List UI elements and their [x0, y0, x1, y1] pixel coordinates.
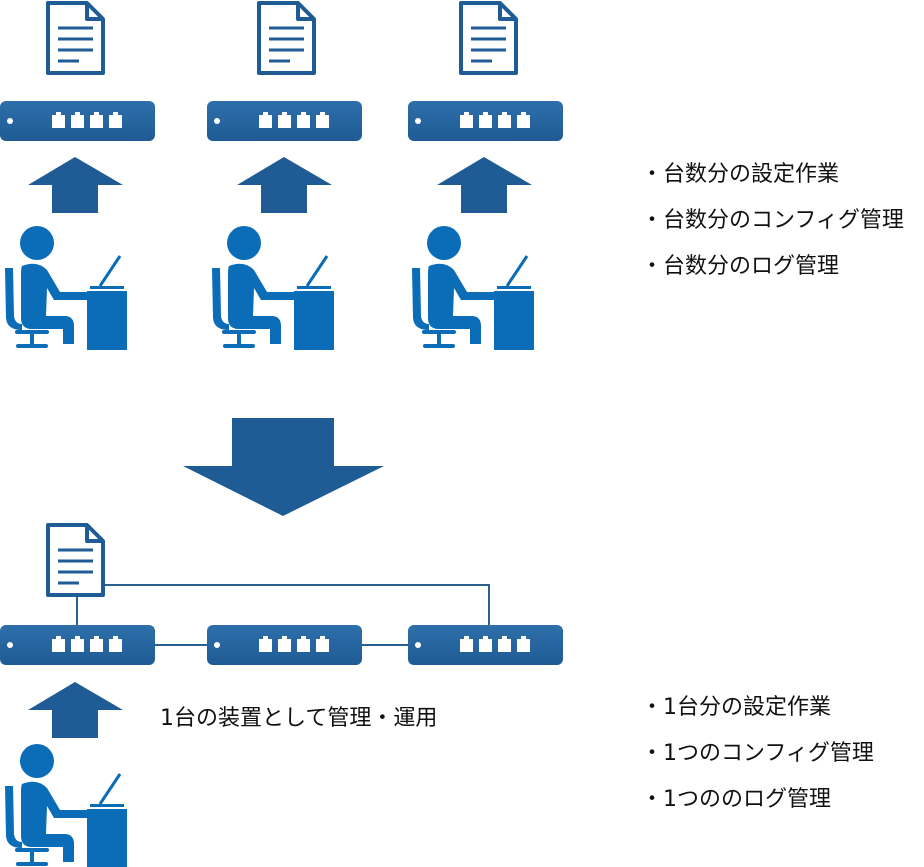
- top-note-1: ・台数分の設定作業: [641, 162, 839, 187]
- network-switch-icon: [207, 625, 362, 665]
- network-switch-icon: [0, 625, 155, 665]
- operator-icon: [410, 224, 536, 352]
- link-line: [77, 584, 490, 626]
- operator-icon: [210, 224, 336, 352]
- up-arrow-icon: [28, 157, 123, 213]
- bottom-note-3: ・1つののログ管理: [641, 787, 831, 812]
- document-icon: [46, 1, 105, 75]
- up-arrow-icon: [28, 682, 123, 738]
- network-switch-icon: [408, 101, 563, 141]
- top-group-2: [207, 1, 362, 352]
- top-note-2: ・台数分のコンフィグ管理: [641, 208, 904, 233]
- document-icon: [46, 523, 105, 597]
- big-down-arrow-icon: [183, 418, 384, 516]
- operator-icon: [3, 742, 129, 867]
- up-arrow-icon: [437, 157, 532, 213]
- network-switch-icon: [0, 101, 155, 141]
- center-label: 1台の装置として管理・運用: [160, 706, 437, 731]
- network-switch-icon: [408, 625, 563, 665]
- top-group-1: [0, 1, 155, 352]
- operator-icon: [3, 224, 129, 352]
- top-group-3: [408, 1, 563, 352]
- top-note-3: ・台数分のログ管理: [641, 254, 839, 279]
- document-icon: [459, 1, 518, 75]
- document-icon: [257, 1, 316, 75]
- bottom-note-1: ・1台分の設定作業: [641, 695, 831, 720]
- bottom-note-2: ・1つのコンフィグ管理: [641, 741, 874, 766]
- bottom-group: [0, 523, 563, 867]
- up-arrow-icon: [237, 157, 332, 213]
- network-switch-icon: [207, 101, 362, 141]
